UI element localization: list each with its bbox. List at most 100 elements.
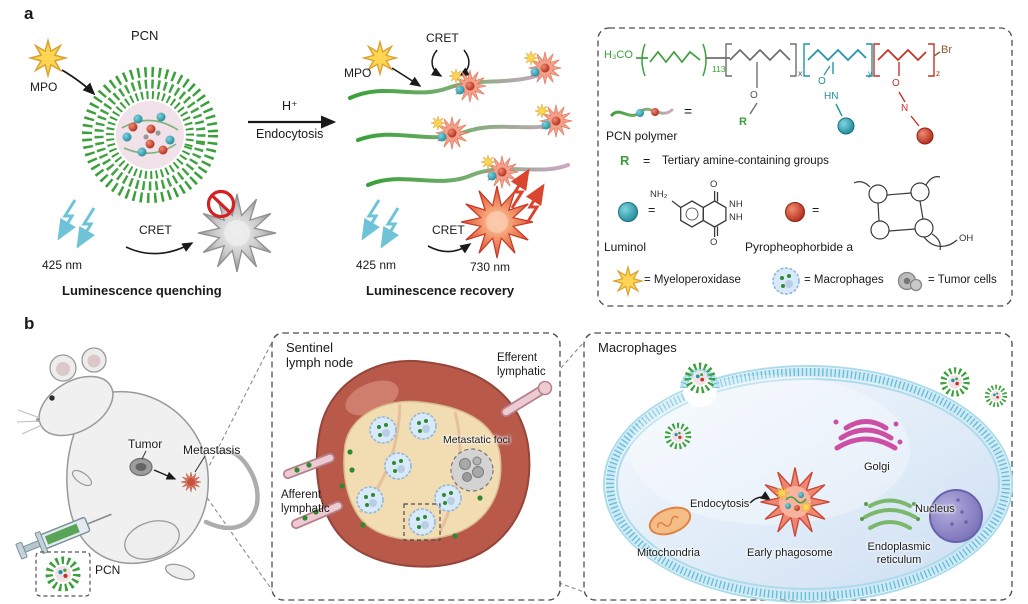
syringe-icon (15, 513, 112, 560)
mpo-to-pcn-arrow (61, 69, 96, 96)
luminol-nh2: NH₂ (650, 189, 668, 200)
mitochondria-label: Mitochondria (637, 547, 700, 559)
macrophage-cell (603, 365, 1013, 603)
inset-square (403, 503, 441, 541)
squiggle-equals: = (684, 103, 693, 119)
pcn-polymer-label: PCN polymer (606, 129, 678, 143)
luminol-structure (671, 191, 727, 237)
legend-box (597, 27, 1013, 307)
metastatic-foci-label: Metastatic foci (443, 434, 511, 446)
chem-amide-hn: HN (824, 91, 839, 102)
recovery-wavelength-out-label: 730 nm (470, 260, 511, 274)
mouse-tail (203, 448, 260, 531)
luminol-label: Luminol (604, 240, 647, 254)
key-macrophages: = Macrophages (804, 274, 884, 286)
pcn-sample-label: PCN (95, 563, 121, 577)
panel-b-label: b (24, 314, 35, 333)
emission-425nm-arrows-mid (363, 200, 398, 246)
panel-a-label: a (24, 4, 34, 23)
pcn-nanoparticle (82, 67, 218, 203)
panel-a-art (29, 39, 573, 273)
metastatic-foci (450, 448, 494, 492)
recovery-caption: Luminescence recovery (366, 283, 515, 298)
mouse-body (66, 390, 209, 564)
chem-amide-o: O (818, 76, 826, 87)
chem-subscript-z: z (936, 68, 941, 78)
pyropheophorbide-sphere-icon (785, 202, 805, 222)
luminol-equals: = (648, 203, 656, 217)
luminol-nh-b: NH (729, 212, 743, 223)
macrophage-icon (772, 267, 800, 295)
chem-subscript-y: y (868, 68, 873, 78)
recovery-wavelength-in-label: 425 nm (356, 258, 397, 272)
macrophages-title: Macrophages (598, 340, 677, 355)
pyropheophorbide-entry (785, 176, 958, 251)
pcn-polymer-squiggle (610, 107, 674, 117)
quench-wavelength-label: 425 nm (42, 258, 83, 272)
quench-cret-label: CRET (139, 223, 172, 237)
pyropheophorbide-label: Pyropheophorbide a (745, 240, 854, 254)
cret-arrow-mid (427, 243, 472, 254)
mpo-star-icon (29, 39, 67, 77)
r-definition: Tertiary amine-containing groups (662, 155, 829, 167)
polymer-structure (636, 43, 941, 145)
afferent-vessels (283, 453, 343, 529)
pcn-dots (339, 449, 483, 539)
early-phagosome (759, 466, 831, 538)
transition-endocytosis-label: Endocytosis (256, 127, 324, 141)
golgi-label: Golgi (864, 461, 890, 473)
mouse-illustration (16, 347, 260, 581)
endoplasmic-reticulum (860, 498, 920, 530)
prohibition-icon (206, 189, 236, 219)
chem-ester2-o: O (892, 78, 900, 89)
mouse-head (38, 375, 114, 437)
endocytosis-label: Endocytosis (690, 498, 750, 510)
nucleus-label: Nucleus (915, 503, 955, 515)
sentinel-lymph-node-title: Sentinel lymph node (286, 340, 354, 371)
chem-peg-subscript: 113 (712, 64, 726, 74)
pcn-sample-box (35, 551, 91, 597)
chem-amine-n: N (901, 103, 909, 114)
spread-arrow (153, 469, 177, 480)
chem-r-atom: R (739, 116, 747, 128)
pcn-particle (49, 560, 77, 588)
luminol-entry (618, 191, 727, 237)
emission-425nm-arrows-left (59, 200, 94, 246)
cell-membrane (603, 365, 1013, 603)
myeloperoxidase-star-icon (613, 266, 643, 296)
endocytosis-arrow (749, 491, 772, 504)
luminol-o-bottom: O (710, 237, 718, 248)
cret-arrow-left (125, 242, 194, 255)
luminol-sphere-icon (618, 202, 638, 222)
tumor-label: Tumor (128, 437, 163, 451)
r-symbol: R (620, 153, 630, 168)
luminol-o-top: O (710, 179, 718, 190)
emission-730nm-starburst (460, 168, 545, 259)
early-phagosome-label: Early phagosome (747, 547, 833, 559)
mitochondria (648, 506, 692, 536)
quench-caption: Luminescence quenching (62, 283, 222, 298)
r-equals: = (643, 154, 651, 168)
mouse-eye (49, 395, 55, 401)
efferent-lymphatic-label: Efferent lymphatic (497, 352, 546, 378)
transition-hplus-label: H⁺ (282, 99, 298, 113)
metastasis-label: Metastasis (183, 443, 241, 457)
mpo-label-left: MPO (30, 80, 58, 94)
pyro-equals: = (812, 203, 820, 217)
metastasis-spot (180, 471, 202, 493)
key-myeloperoxidase: = Myeloperoxidase (644, 274, 741, 286)
afferent-lymphatic-label: Afferent lymphatic (281, 489, 330, 515)
efferent-vessel (501, 380, 553, 417)
pyro-oh: OH (959, 233, 974, 244)
luminol-nh-a: NH (729, 199, 743, 210)
quenched-starburst (197, 193, 277, 273)
lymph-node (283, 359, 553, 568)
unfolded-polymer-chains (348, 41, 573, 189)
pcn-title: PCN (131, 28, 159, 43)
endoplasmic-reticulum-label: Endoplasmic reticulum (867, 541, 931, 566)
chem-ester-o: O (750, 90, 758, 101)
chem-start: H₃CO (604, 49, 633, 61)
nucleus (929, 489, 983, 543)
